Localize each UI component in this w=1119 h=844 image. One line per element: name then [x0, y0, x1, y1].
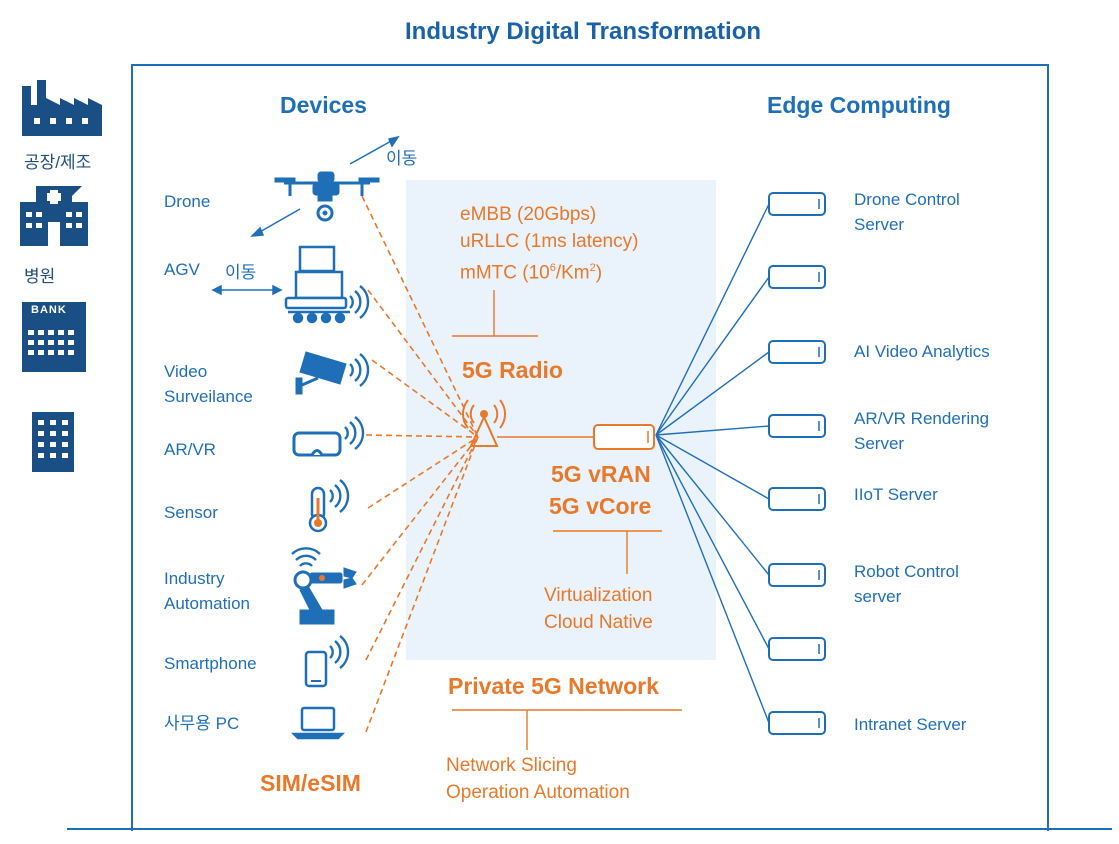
bank-icon	[22, 302, 86, 372]
network-sub-automation: Operation Automation	[446, 782, 630, 803]
factory-icon	[22, 80, 102, 136]
server-icon	[768, 265, 826, 289]
robot-wave-icon	[291, 547, 321, 567]
device-label-office-pc: 사무용 PC	[164, 714, 240, 733]
industry-label-factory: 공장/제조	[24, 153, 92, 172]
drone-move-arrows	[250, 135, 400, 237]
device-label-sensor: Sensor	[164, 503, 218, 522]
server-label-robot-control: Robot Control server	[854, 562, 959, 606]
server-icon	[768, 637, 826, 661]
wireless-wave-icons	[329, 285, 370, 669]
device-label-smartphone: Smartphone	[164, 654, 257, 673]
main-frame	[131, 64, 1049, 831]
agv-icon	[284, 245, 350, 324]
hospital-icon	[20, 186, 88, 246]
server-boxes	[768, 192, 826, 735]
core-sub-virtualization: Virtualization	[544, 585, 653, 606]
network-sub-slicing: Network Slicing	[446, 755, 577, 776]
core-connector	[553, 530, 662, 574]
page-title: Industry Digital Transformation	[405, 18, 762, 45]
device-label-industry-automation: Industry Automation	[164, 569, 250, 613]
vran-server-icon	[593, 424, 655, 450]
radio-connector	[452, 290, 538, 337]
server-label-arvr-rendering: AR/VR Rendering Server	[854, 409, 990, 453]
radio-spec-embb: eMBB (20Gbps)	[460, 204, 597, 225]
core-vcore-label: 5G vCore	[549, 493, 652, 519]
server-label-drone-control: Drone Control Server	[854, 190, 960, 234]
antenna-icon	[461, 399, 507, 447]
bank-sign: BANK	[31, 304, 67, 316]
cctv-camera-icon	[295, 351, 347, 395]
server-label-ai-video: AI Video Analytics	[854, 342, 990, 361]
radio-spec-mmtc: mMTC (106/Km2)	[460, 262, 603, 284]
device-label-video-surveilance: Video Surveilance	[164, 362, 253, 406]
server-label-iiot: IIoT Server	[854, 485, 938, 504]
office-building-icon	[32, 412, 74, 472]
radio-spec-urllc: uRLLC (1ms latency)	[460, 231, 639, 252]
drone-icon	[274, 171, 380, 222]
core-vran-label: 5G vRAN	[551, 461, 651, 487]
laptop-icon	[290, 706, 346, 740]
devices-heading: Devices	[280, 92, 367, 118]
industry-label-hospital: 병원	[24, 267, 56, 286]
server-label-intranet: Intranet Server	[854, 715, 967, 734]
radio-title: 5G Radio	[462, 357, 563, 383]
server-icon	[768, 487, 826, 511]
sim-label: SIM/eSIM	[260, 770, 361, 796]
robot-arm-icon	[293, 567, 357, 625]
agv-move-arrow	[211, 284, 283, 296]
device-label-drone: Drone	[164, 192, 211, 211]
server-icon	[768, 563, 826, 587]
device-links	[361, 195, 479, 733]
smartphone-icon	[304, 650, 328, 688]
server-icon	[768, 711, 826, 735]
network-title: Private 5G Network	[448, 673, 659, 699]
bottom-rule	[67, 828, 1112, 830]
core-sub-cloud-native: Cloud Native	[544, 612, 653, 633]
core-panel	[406, 180, 716, 660]
server-icon	[768, 192, 826, 216]
edge-heading: Edge Computing	[767, 92, 951, 118]
server-icon	[768, 340, 826, 364]
server-links	[655, 203, 770, 724]
device-label-arvr: AR/VR	[164, 440, 216, 459]
vr-headset-icon	[292, 431, 342, 457]
agv-move-label: 이동	[225, 263, 257, 282]
device-label-agv: AGV	[164, 260, 200, 279]
thermometer-sensor-icon	[308, 486, 328, 533]
network-connector	[452, 709, 682, 750]
server-icon	[768, 414, 826, 438]
drone-move-label: 이동	[386, 149, 418, 168]
